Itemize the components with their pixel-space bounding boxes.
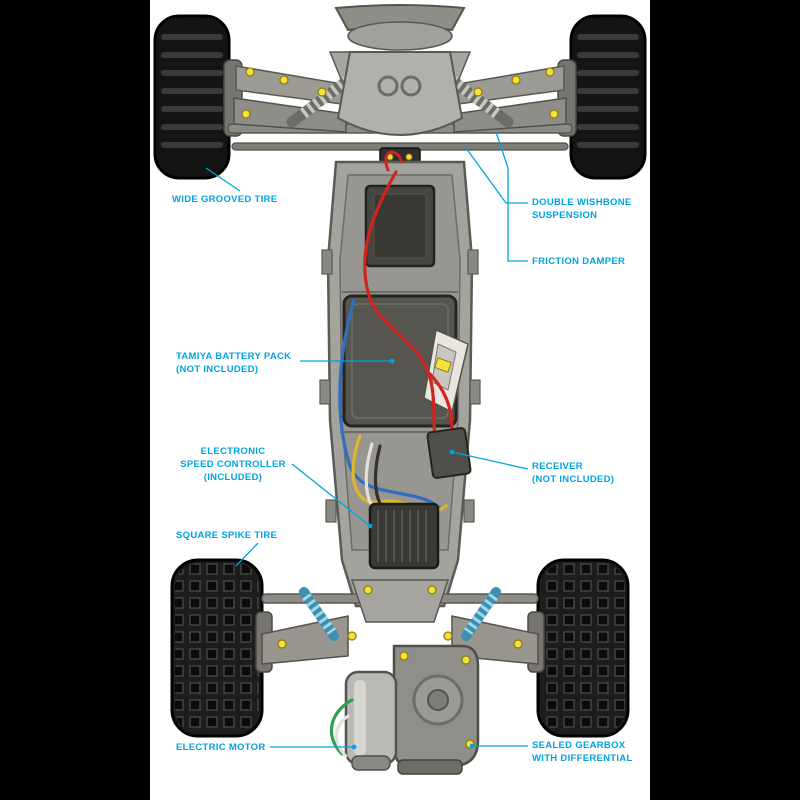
front-left-tire	[153, 14, 231, 180]
leader-friction-damper	[495, 131, 528, 262]
label-electronic-speed-controller: ELECTRONIC SPEED CONTROLLER (INCLUDED)	[180, 446, 286, 483]
gearbox-part	[392, 644, 480, 775]
battery-pack-part	[342, 294, 469, 428]
front-body	[334, 4, 466, 51]
leader-dots	[351, 358, 475, 750]
label-sealed-gearbox: SEALED GEARBOX WITH DIFFERENTIAL	[532, 740, 633, 764]
leader-lines	[205, 131, 529, 748]
leader-receiver	[451, 451, 529, 470]
leader-double-wishbone	[465, 147, 528, 204]
electric-motor-part	[329, 670, 398, 771]
label-tamiya-battery-pack: TAMIYA BATTERY PACK (NOT INCLUDED)	[176, 351, 292, 375]
label-double-wishbone-suspension: DOUBLE WISHBONE SUSPENSION	[532, 197, 632, 221]
receiver-part	[426, 427, 472, 479]
speed-controller-part	[368, 502, 440, 570]
front-electronics-box	[364, 184, 436, 268]
rear-left-tire	[170, 558, 264, 738]
label-wide-grooved-tire: WIDE GROOVED TIRE	[172, 194, 278, 205]
label-electric-motor: ELECTRIC MOTOR	[176, 742, 266, 753]
leader-wide-grooved-tire	[205, 167, 241, 192]
rear-right-tire	[536, 558, 630, 738]
leader-spike-tire	[235, 542, 259, 567]
label-receiver: RECEIVER (NOT INCLUDED)	[532, 461, 615, 485]
rear-suspension	[255, 579, 545, 673]
front-right-tire	[569, 14, 647, 180]
leader-esc	[291, 463, 371, 527]
screws-rear	[277, 585, 523, 649]
label-square-spike-tire: SQUARE SPIKE TIRE	[176, 530, 278, 541]
label-friction-damper: FRICTION DAMPER	[532, 256, 626, 267]
